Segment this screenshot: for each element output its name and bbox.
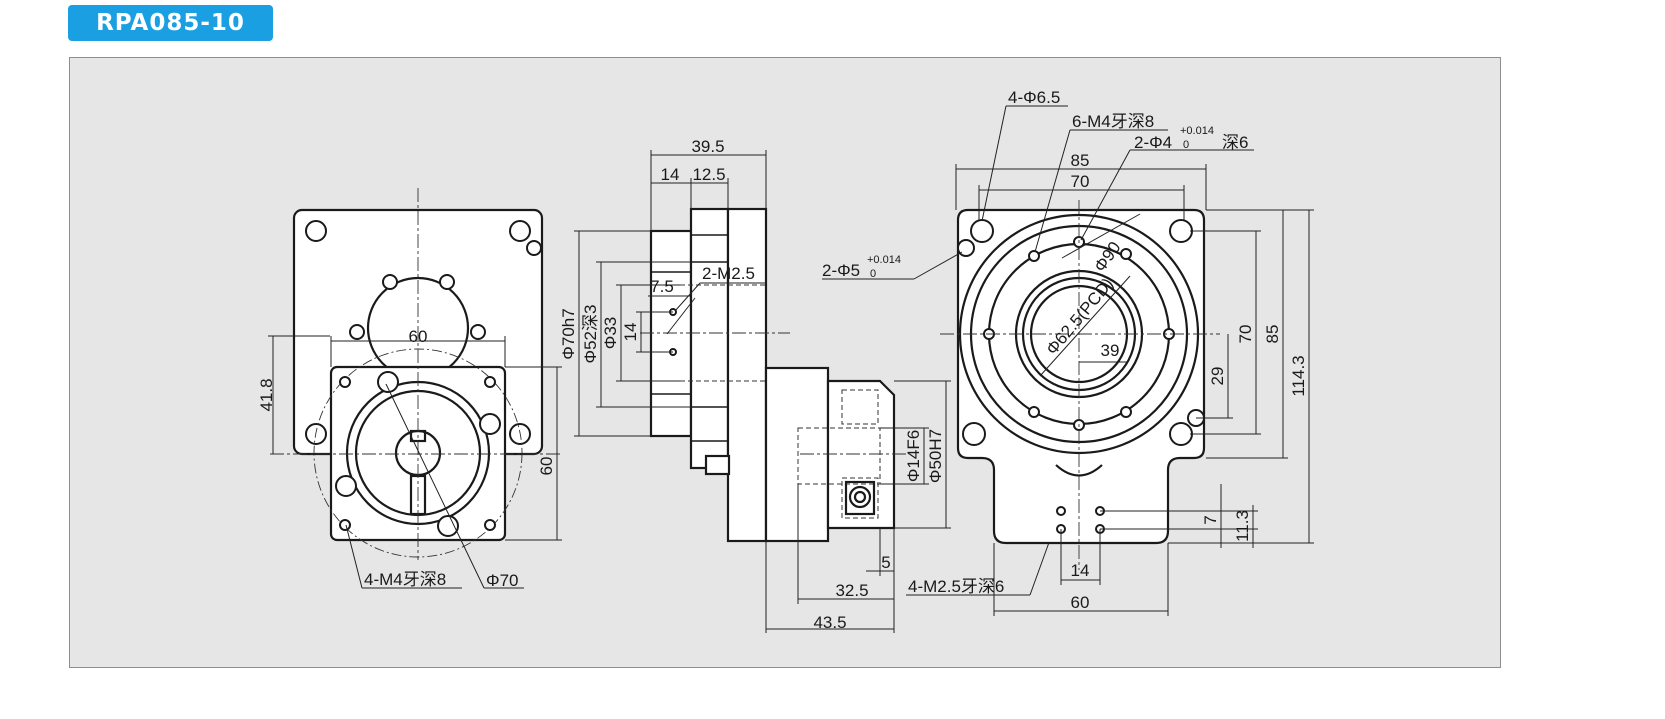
boss-hole <box>439 274 455 290</box>
leader-4-phi6-5 <box>981 105 1007 222</box>
note-front-bolt-circle: Φ70 <box>486 571 518 590</box>
side-housing <box>726 207 768 543</box>
note-rear-2-phi5-tol-upper: +0.014 <box>867 254 901 266</box>
dim-text-39-5: 39.5 <box>691 137 724 156</box>
leader-2-m2-5 <box>674 282 701 312</box>
side-view: 39.5 14 12.5 7.5 2-M2.5 Φ70h7 Φ52深3 Φ33 … <box>559 137 1061 633</box>
note-rear-2-phi4: 2-Φ4 <box>1134 133 1172 152</box>
side-body-block <box>689 207 730 470</box>
note-rear-2-phi4-depth: 深6 <box>1222 133 1248 152</box>
note-rear-2-phi5: 2-Φ5 <box>822 261 860 280</box>
dim-line-phi62-5-pcd <box>1039 275 1131 377</box>
note-rear-2-phi4-tol-lower: 0 <box>1183 139 1189 151</box>
dim-text-7-5: 7.5 <box>650 277 674 296</box>
tapped-hole-m4 <box>437 515 459 537</box>
front-corner-hole <box>305 220 327 242</box>
leader-bolt-circle <box>385 383 485 589</box>
dim-text-60-bottom: 60 <box>1071 593 1090 612</box>
rear-tapped-hole-m4 <box>1120 406 1132 418</box>
rear-m2-5-hole <box>1056 506 1066 516</box>
note-rear-4-phi6-5: 4-Φ6.5 <box>1008 88 1060 107</box>
dim-text-41-8: 41.8 <box>257 378 276 411</box>
front-corner-hole <box>509 220 531 242</box>
dim-text-12-5: 12.5 <box>692 165 725 184</box>
dim-text-85-right: 85 <box>1263 325 1282 344</box>
boss-hole <box>349 324 365 340</box>
front-view: 60 41.8 60 4-M4牙深8 Φ70 <box>257 188 562 590</box>
dim-text-114-3: 114.3 <box>1289 355 1308 396</box>
leader-2-m2-5 <box>666 297 696 335</box>
dim-text-phi33: Φ33 <box>601 317 620 349</box>
dim-text-5: 5 <box>881 553 890 572</box>
dim-text-60-top: 60 <box>409 327 428 346</box>
dim-text-29: 29 <box>1208 367 1227 386</box>
boss-hole <box>470 324 486 340</box>
side-hidden-feature <box>841 477 879 519</box>
rear-bottom-arc <box>1055 464 1103 477</box>
dim-text-11-3: 11.3 <box>1233 510 1252 542</box>
dim-line-phi90 <box>1061 213 1141 259</box>
flange-small-hole <box>339 376 351 388</box>
dim-text-phi14f6: Φ14F6 <box>904 430 923 482</box>
dim-text-14: 14 <box>661 165 680 184</box>
dim-text-phi70h7: Φ70h7 <box>559 308 578 359</box>
flange-small-hole <box>484 519 496 531</box>
leader-2-phi4 <box>1080 149 1131 241</box>
tapped-hole-m4 <box>479 413 501 435</box>
side-input-shaft-core <box>853 490 867 504</box>
dim-text-phi50h7: Φ50H7 <box>926 429 945 483</box>
side-hidden-feature <box>841 389 879 425</box>
rear-mount-hole-phi6-5 <box>1169 422 1193 446</box>
note-side-4-m2-5-depth6: 4-M2.5牙深6 <box>908 577 1004 596</box>
boss-hole <box>382 274 398 290</box>
rear-mount-hole-phi6-5 <box>970 219 994 243</box>
dim-text-32-5: 32.5 <box>835 581 868 600</box>
rear-housing-outline <box>956 208 1206 545</box>
rear-mount-hole-phi6-5 <box>1169 219 1193 243</box>
note-side-2-m2-5: 2-M2.5 <box>702 264 755 283</box>
rear-tapped-hole-m4 <box>1028 406 1040 418</box>
front-corner-hole <box>526 240 542 256</box>
tapped-hole-m4 <box>377 371 399 393</box>
side-input-shaft <box>848 485 872 509</box>
side-hidden-feature <box>797 427 881 485</box>
dim-text-85-top: 85 <box>1071 151 1090 170</box>
dim-text-14-vertical: 14 <box>621 323 640 342</box>
dim-text-70-top: 70 <box>1071 172 1090 191</box>
rear-mount-hole-phi6-5 <box>962 422 986 446</box>
note-rear-6-m4-depth8: 6-M4牙深8 <box>1072 112 1154 131</box>
rear-view: 4-Φ6.5 6-M4牙深8 2-Φ4 +0.014 0 深6 85 70 2-… <box>822 88 1314 616</box>
dim-text-39: 39 <box>1101 341 1120 360</box>
dim-text-43-5: 43.5 <box>813 613 846 632</box>
dim-text-14-bottom: 14 <box>1071 561 1090 580</box>
rear-tapped-hole-m4 <box>1120 248 1132 260</box>
side-connector-stub <box>704 454 731 476</box>
leader-2-phi5 <box>913 251 963 280</box>
flange-small-hole <box>339 519 351 531</box>
leader-tapped-holes <box>345 524 363 589</box>
dim-text-70-right: 70 <box>1236 325 1255 344</box>
dim-text-60-side: 60 <box>537 457 556 476</box>
leader-6-m4 <box>1034 129 1071 253</box>
rear-tapped-hole-m4 <box>1028 250 1040 262</box>
model-title-badge: RPA085-10 <box>68 5 273 41</box>
tapped-hole-m4 <box>335 475 357 497</box>
note-front-tapped-holes: 4-M4牙深8 <box>364 570 446 589</box>
side-input-bore <box>844 480 876 516</box>
note-rear-2-phi4-tol-upper: +0.014 <box>1180 125 1214 137</box>
dim-text-7: 7 <box>1201 515 1220 524</box>
rear-pin-hole-phi5 <box>957 239 975 257</box>
flange-small-hole <box>484 376 496 388</box>
note-rear-2-phi5-tol-lower: 0 <box>870 268 876 280</box>
dim-text-phi52-depth3: Φ52深3 <box>581 305 600 364</box>
side-motor-adapter <box>764 366 830 543</box>
